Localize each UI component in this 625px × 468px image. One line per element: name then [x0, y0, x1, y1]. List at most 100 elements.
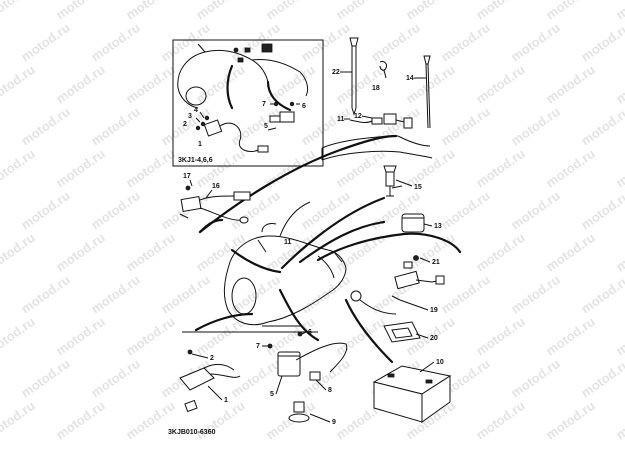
- part-label: 15: [414, 184, 422, 191]
- part-label: 10: [436, 359, 444, 366]
- watermark-text: motod.ru: [508, 188, 563, 233]
- watermark-text: motod.ru: [0, 0, 38, 22]
- watermark-text: motod.ru: [473, 0, 528, 22]
- part-label: 7: [256, 343, 260, 350]
- part-label: 22: [332, 69, 340, 76]
- watermark-text: motod.ru: [438, 20, 493, 65]
- part-label: 9: [332, 419, 336, 426]
- watermark-text: motod.ru: [368, 104, 423, 149]
- watermark-text: motod.ru: [0, 62, 38, 107]
- watermark-text: motod.ru: [193, 230, 248, 275]
- part-label: 1: [224, 397, 228, 404]
- watermark-text: motod.ru: [18, 272, 73, 317]
- watermark-text: motod.ru: [88, 104, 143, 149]
- watermark-text: motod.ru: [473, 230, 528, 275]
- diagram-code: 3KJB010-6360: [168, 429, 216, 436]
- watermark-text: motod.ru: [298, 20, 353, 65]
- watermark-text: motod.ru: [298, 356, 353, 401]
- watermark-text: motod.ru: [0, 398, 38, 443]
- watermark-text: motod.ru: [0, 146, 38, 191]
- part-label: 13: [434, 223, 442, 230]
- watermark-text: motod.ru: [193, 314, 248, 359]
- watermark-text: motod.ru: [158, 272, 213, 317]
- watermark-text: motod.ru: [18, 356, 73, 401]
- part-label: 5: [270, 391, 274, 398]
- part-label: 2: [210, 355, 214, 362]
- inset-panel: [172, 39, 324, 167]
- part-label: 16: [212, 183, 220, 190]
- watermark-text: motod.ru: [123, 62, 178, 107]
- watermark-text: motod.ru: [438, 272, 493, 317]
- part-label: 11: [284, 239, 292, 246]
- part-label: 19: [430, 307, 438, 314]
- watermark-text: motod.ru: [53, 62, 108, 107]
- watermark-text: motod.ru: [578, 272, 625, 317]
- watermark-text: motod.ru: [613, 230, 625, 275]
- watermark-text: motod.ru: [88, 188, 143, 233]
- watermark-text: motod.ru: [543, 398, 598, 443]
- watermark-text: motod.ru: [0, 314, 38, 359]
- watermark-text: motod.ru: [578, 356, 625, 401]
- watermark-text: motod.ru: [123, 0, 178, 22]
- watermark-text: motod.ru: [508, 356, 563, 401]
- part-labels: 2 3 4 1 5 6 7 3KJ1-4,6,6 22 18 14 11 12 …: [168, 69, 444, 436]
- part-label: 4: [194, 107, 198, 114]
- watermark-text: motod.ru: [403, 62, 458, 107]
- watermark-text: motod.ru: [18, 104, 73, 149]
- watermark-text: motod.ru: [228, 20, 283, 65]
- fuel-sender-group: [350, 255, 445, 343]
- battery: [372, 365, 452, 423]
- part-label: 6: [308, 329, 312, 336]
- part-label: 21: [432, 259, 440, 266]
- watermark-text: motod.ru: [263, 0, 318, 22]
- watermark-text: motod.ru: [473, 398, 528, 443]
- handlebar-group: [321, 113, 433, 161]
- watermark-text: motod.ru: [193, 62, 248, 107]
- watermark-text: motod.ru: [88, 356, 143, 401]
- scooter-body: [223, 201, 347, 326]
- ignition-coil: [262, 325, 348, 423]
- watermark-text: motod.ru: [578, 188, 625, 233]
- watermark-text: motod.ru: [18, 20, 73, 65]
- watermark-text: motod.ru: [403, 146, 458, 191]
- part-label: 7: [262, 101, 266, 108]
- watermark-text: motod.ru: [543, 314, 598, 359]
- watermark-text: motod.ru: [123, 314, 178, 359]
- watermark-text: motod.ru: [403, 0, 458, 22]
- watermark-text: motod.ru: [333, 0, 388, 22]
- watermark-text: motod.ru: [193, 146, 248, 191]
- inset-code: 3KJ1-4,6,6: [178, 157, 213, 164]
- watermark-text: motod.ru: [438, 188, 493, 233]
- wire-harness: [194, 134, 462, 364]
- part-label: 8: [328, 387, 332, 394]
- watermark-text: motod.ru: [613, 146, 625, 191]
- watermark-text: motod.ru: [53, 146, 108, 191]
- part-label: 11: [337, 116, 345, 123]
- part-label: 12: [354, 113, 362, 120]
- cable-ties: [349, 37, 431, 129]
- part-label: 1: [198, 141, 202, 148]
- watermark-text: motod.ru: [53, 314, 108, 359]
- watermark-text: motod.ru: [53, 0, 108, 22]
- watermark-text: motod.ru: [438, 104, 493, 149]
- watermark-text: motod.ru: [578, 20, 625, 65]
- watermark-text: motod.ru: [508, 272, 563, 317]
- watermark-text: motod.ru: [613, 398, 625, 443]
- watermark-text: motod.ru: [473, 146, 528, 191]
- ignitor-unit: [179, 185, 251, 224]
- watermark-text: motod.ru: [228, 356, 283, 401]
- watermark-text: motod.ru: [193, 0, 248, 22]
- leader-lines: [189, 71, 435, 423]
- watermark-text: motod.ru: [123, 230, 178, 275]
- part-label: 3: [188, 113, 192, 120]
- watermark-text: motod.ru: [613, 62, 625, 107]
- watermark-text: motod.ru: [473, 314, 528, 359]
- watermark-text: motod.ru: [613, 314, 625, 359]
- watermark-text: motod.ru: [0, 230, 38, 275]
- watermark-text: motod.ru: [263, 230, 318, 275]
- part-label: 14: [406, 75, 414, 82]
- watermark-text: motod.ru: [18, 188, 73, 233]
- part-label: 17: [183, 173, 191, 180]
- watermark-text: motod.ru: [298, 272, 353, 317]
- watermark-text: motod.ru: [508, 20, 563, 65]
